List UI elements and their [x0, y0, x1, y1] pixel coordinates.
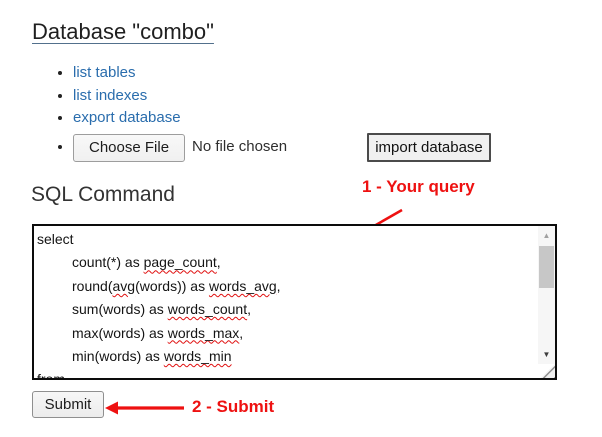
- scrollbar[interactable]: ▲ ▼: [538, 226, 555, 364]
- annotation-your-query: 1 - Your query: [362, 177, 475, 196]
- sql-command-heading: SQL Command: [31, 183, 175, 206]
- sql-text: select count(*) as page_count, round(avg…: [37, 231, 281, 378]
- link-list-tables[interactable]: list tables: [73, 64, 136, 81]
- scrollbar-thumb[interactable]: [539, 246, 554, 288]
- nav-item: export database: [73, 107, 287, 130]
- choose-file-button[interactable]: Choose File: [73, 133, 186, 162]
- nav-list: list tables list indexes export database…: [33, 62, 287, 162]
- arrow-left-icon: [105, 401, 184, 415]
- page-title: Database "combo": [32, 19, 214, 44]
- annotation-submit: 2 - Submit: [192, 397, 275, 416]
- import-database-button[interactable]: import database: [367, 133, 491, 162]
- resize-handle-icon[interactable]: [541, 364, 555, 378]
- file-status-text: No file chosen: [192, 138, 288, 156]
- link-export-database[interactable]: export database: [73, 109, 181, 126]
- scrollbar-down-icon[interactable]: ▼: [542, 350, 551, 359]
- submit-button[interactable]: Submit: [32, 391, 104, 418]
- scrollbar-up-icon[interactable]: ▲: [542, 231, 551, 240]
- sql-textarea[interactable]: select count(*) as page_count, round(avg…: [32, 224, 557, 380]
- nav-item: list tables: [73, 62, 287, 85]
- nav-item: list indexes: [73, 85, 287, 108]
- link-list-indexes[interactable]: list indexes: [73, 86, 148, 104]
- file-upload-row: Choose File No file chosen: [73, 133, 288, 162]
